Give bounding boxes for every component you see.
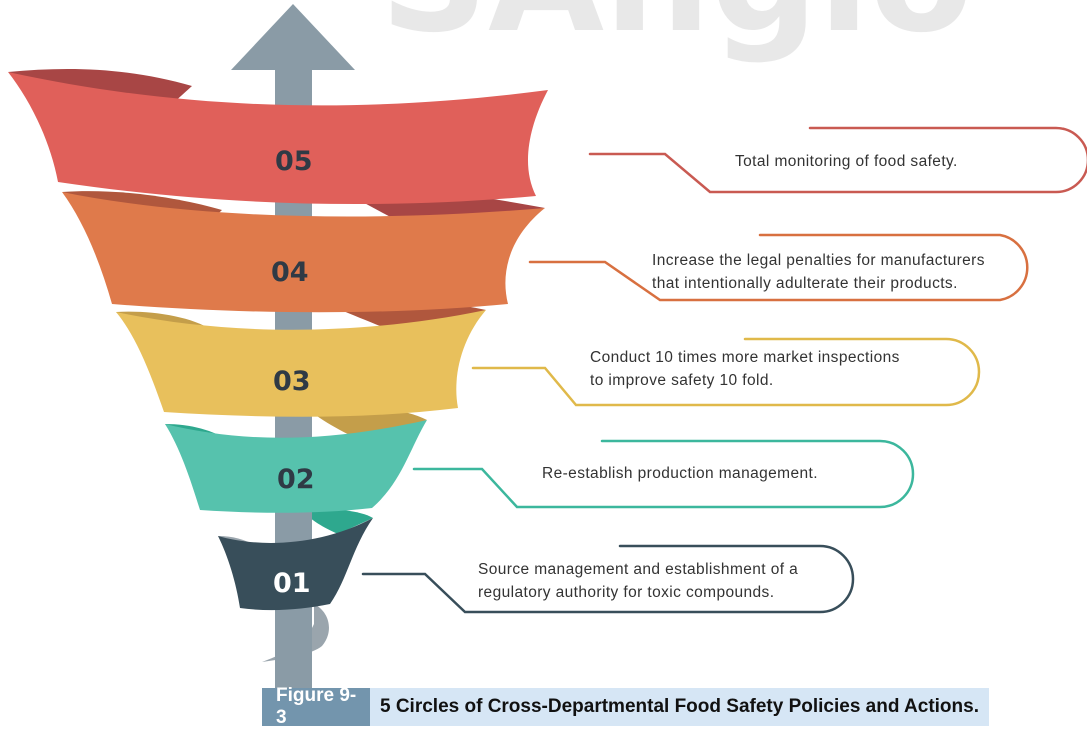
band-02: [165, 420, 427, 513]
callout-05: Total monitoring of food safety.: [735, 150, 1087, 173]
callout-03: Conduct 10 times more market inspections…: [590, 346, 1010, 392]
callout-01-line-2: regulatory authority for toxic compounds…: [478, 584, 775, 601]
callout-02: Re-establish production management.: [542, 462, 962, 485]
callout-03-line-2: to improve safety 10 fold.: [590, 372, 774, 389]
callout-04: Increase the legal penalties for manufac…: [652, 249, 1072, 295]
callout-connectors: [361, 126, 1087, 614]
band-05: [8, 72, 548, 205]
ribbon-fronts: [8, 72, 548, 611]
connector-04: [528, 233, 1029, 302]
figure-caption: Figure 9-3 5 Circles of Cross-Department…: [262, 685, 989, 728]
band-03: [116, 310, 486, 417]
callout-04-line-2: that intentionally adulterate their prod…: [652, 275, 958, 292]
callout-01-line-1: Source management and establishment of a: [478, 561, 799, 578]
callout-01: Source management and establishment of a…: [478, 558, 898, 604]
callout-02-line-1: Re-establish production management.: [542, 465, 818, 482]
figure-label: Figure 9-3: [262, 685, 370, 728]
callout-05-line-1: Total monitoring of food safety.: [735, 153, 958, 170]
callout-03-line-1: Conduct 10 times more market inspections: [590, 349, 900, 366]
watermark: SAnglo: [380, 0, 973, 66]
band-number-05: 05: [275, 146, 313, 177]
band-number-02: 02: [277, 464, 315, 495]
band-number-04: 04: [271, 257, 309, 288]
figure-title: 5 Circles of Cross-Departmental Food Saf…: [369, 688, 989, 726]
band-number-01: 01: [273, 568, 311, 599]
callout-04-line-1: Increase the legal penalties for manufac…: [652, 252, 985, 269]
connector-03: [471, 337, 981, 407]
band-04: [62, 192, 545, 313]
connector-05: [588, 126, 1087, 194]
band-01: [218, 518, 373, 611]
band-numbers: 05 04 03 02 01: [271, 146, 315, 599]
connector-02: [412, 439, 915, 509]
band-number-03: 03: [273, 366, 311, 397]
connector-01: [361, 544, 855, 614]
